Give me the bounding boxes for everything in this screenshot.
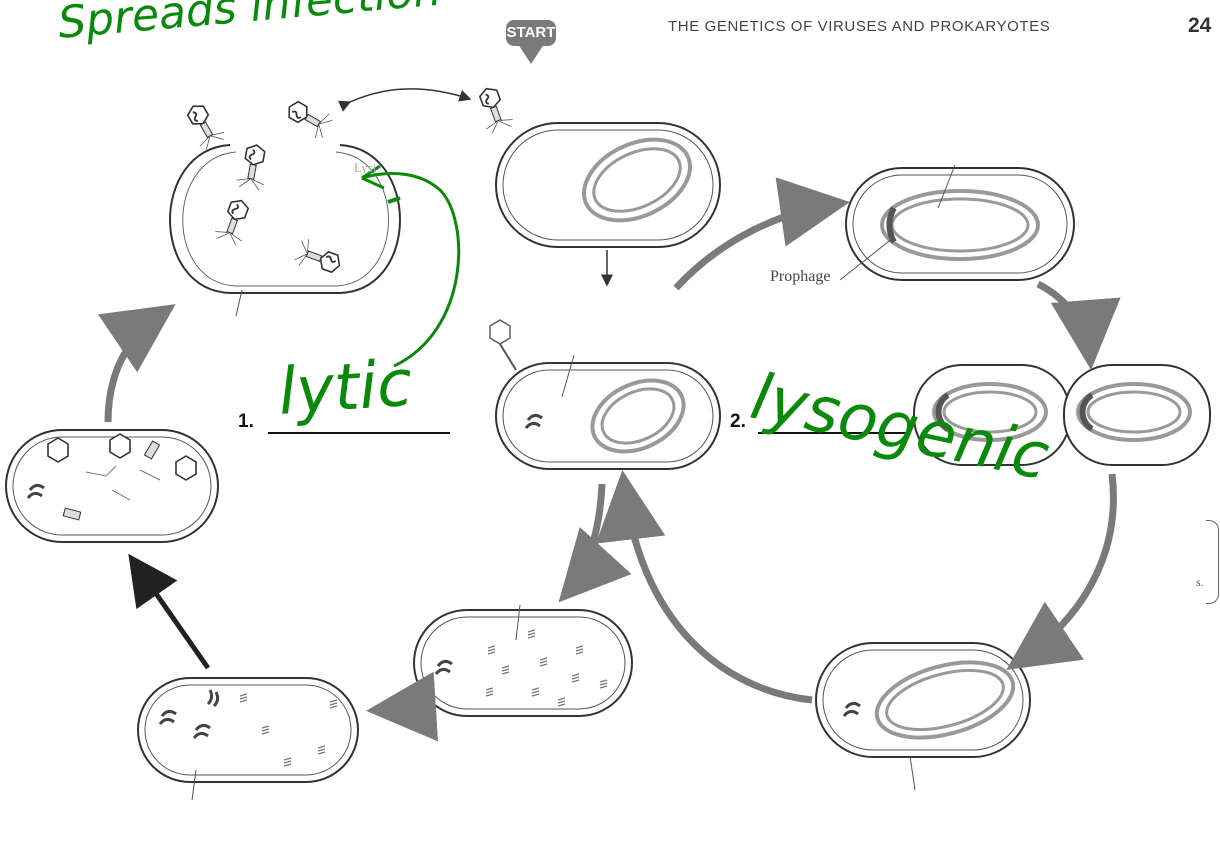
cell-attachment (473, 84, 720, 247)
phage-release-arrow (350, 89, 470, 102)
arrow-to-excision (1018, 474, 1113, 662)
cell-lysis (170, 95, 400, 316)
arrow-to-lysis (108, 312, 164, 422)
blank-1-line[interactable] (268, 432, 450, 434)
hand-drawn-curve (362, 174, 459, 366)
side-bracket (1206, 520, 1219, 604)
cell-replication (414, 605, 632, 716)
arrow-to-mature (134, 562, 208, 668)
cell-excision (816, 643, 1030, 790)
cell-injection (490, 320, 720, 469)
handwritten-answer-1: lytic (276, 347, 415, 430)
cell-mature-phages (6, 430, 218, 542)
cell-prophage (840, 165, 1074, 280)
edge-fragment: s. (1196, 575, 1204, 590)
prophage-label: Prophage (770, 268, 830, 286)
arrow-to-assembly (380, 708, 412, 710)
blank-1-number: 1. (238, 411, 254, 433)
blank-2-number: 2. (730, 411, 746, 433)
faded-lysis-label: Lysi (354, 160, 376, 176)
cell-assembly (138, 678, 358, 800)
arrow-excision-to-injection (624, 484, 812, 700)
arrow-to-division (1038, 284, 1090, 356)
arrow-to-replication (568, 484, 602, 592)
